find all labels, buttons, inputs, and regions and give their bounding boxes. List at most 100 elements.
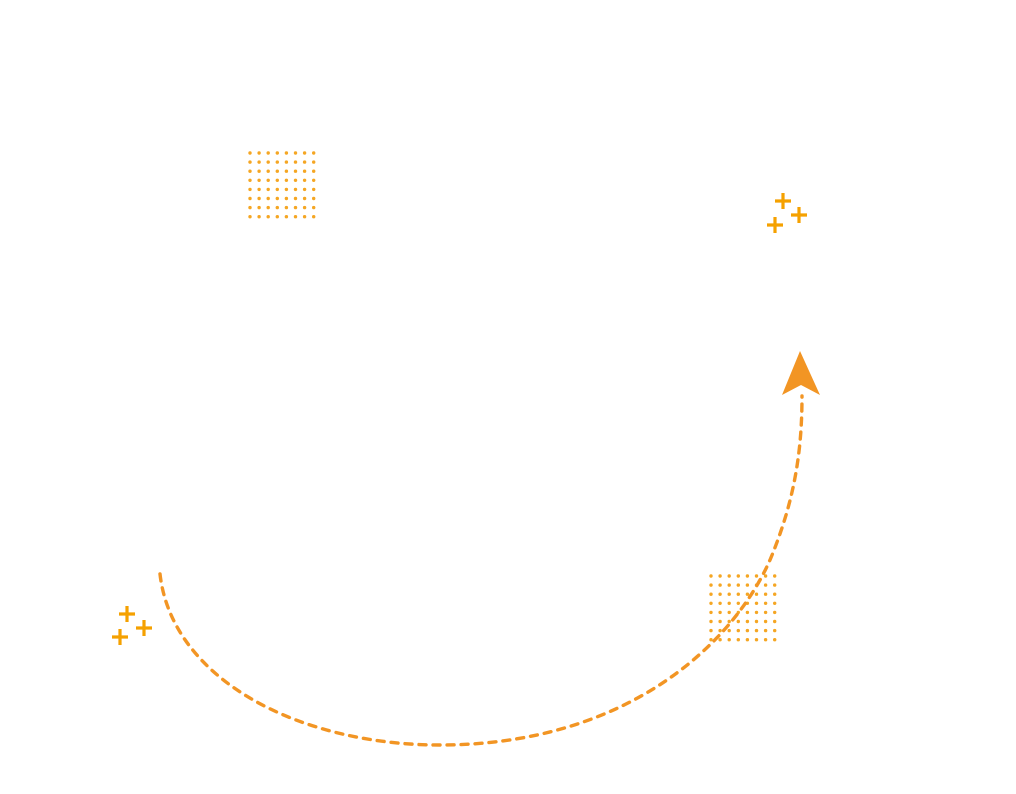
dot <box>727 619 731 624</box>
dot <box>727 638 731 642</box>
dot <box>763 583 768 587</box>
dot <box>284 196 289 201</box>
dot <box>284 160 289 164</box>
dot <box>727 574 731 578</box>
dot <box>266 169 270 173</box>
dot <box>754 610 759 615</box>
dot <box>773 619 777 624</box>
dot <box>248 196 252 201</box>
dot <box>312 205 316 210</box>
dot <box>284 178 289 182</box>
dot <box>275 196 279 201</box>
dot <box>248 205 252 210</box>
plus-cluster-icon <box>112 606 152 645</box>
dot <box>754 619 759 624</box>
dot <box>293 205 298 210</box>
dot <box>293 215 298 219</box>
dot <box>773 592 777 596</box>
dot <box>718 619 722 624</box>
dot <box>248 178 252 182</box>
dot <box>293 187 298 192</box>
dot <box>763 638 768 642</box>
dot <box>248 169 252 173</box>
dot <box>284 151 289 155</box>
dot <box>709 628 713 633</box>
dot <box>275 169 279 173</box>
dot <box>284 187 289 192</box>
dot <box>266 151 270 155</box>
dot <box>284 205 289 210</box>
dot <box>718 583 722 587</box>
plus-icon <box>112 629 128 645</box>
plus-cluster-icon <box>767 193 807 233</box>
dot <box>718 592 722 596</box>
plus-icon <box>775 193 791 209</box>
dot <box>257 178 261 182</box>
dot <box>275 160 279 164</box>
dot <box>754 574 759 578</box>
dot <box>718 610 722 615</box>
dot <box>754 592 759 596</box>
dot <box>773 628 777 633</box>
plus-icon <box>136 620 152 636</box>
dot <box>763 610 768 615</box>
dot <box>754 638 759 642</box>
dot <box>266 160 270 164</box>
dot <box>302 151 307 155</box>
dot <box>709 638 713 642</box>
dot <box>709 583 713 587</box>
dot <box>727 583 731 587</box>
dot <box>312 160 316 164</box>
dot <box>754 601 759 605</box>
dot <box>763 574 768 578</box>
dot <box>763 628 768 633</box>
dot <box>736 574 740 578</box>
dot <box>312 178 316 182</box>
dot <box>275 178 279 182</box>
dot <box>284 215 289 219</box>
dot <box>727 601 731 605</box>
dot <box>709 610 713 615</box>
dot <box>727 592 731 596</box>
dot <box>718 601 722 605</box>
dot <box>302 169 307 173</box>
dot <box>266 196 270 201</box>
dot <box>773 610 777 615</box>
dot <box>736 628 740 633</box>
dot <box>293 196 298 201</box>
dot <box>312 215 316 219</box>
dot <box>312 187 316 192</box>
dot <box>736 619 740 624</box>
dot-grid-icon <box>248 151 316 219</box>
dot <box>312 169 316 173</box>
dot <box>745 610 750 615</box>
dot <box>293 169 298 173</box>
dot <box>773 601 777 605</box>
dot <box>745 583 750 587</box>
dot <box>754 628 759 633</box>
dot <box>773 583 777 587</box>
dot <box>302 187 307 192</box>
dot <box>266 178 270 182</box>
dot <box>709 574 713 578</box>
arrow-head-icon <box>782 351 820 395</box>
dot <box>312 151 316 155</box>
dot <box>293 151 298 155</box>
dot <box>284 169 289 173</box>
dot <box>736 592 740 596</box>
dot <box>745 574 750 578</box>
curved-arrow-path <box>158 394 804 747</box>
dot <box>302 205 307 210</box>
dot <box>312 196 316 201</box>
dot <box>773 574 777 578</box>
dot <box>257 215 261 219</box>
plus-icon <box>119 606 135 622</box>
dot <box>248 151 252 155</box>
dot <box>773 638 777 642</box>
dot <box>709 619 713 624</box>
dot <box>275 205 279 210</box>
dot <box>275 215 279 219</box>
dot <box>763 592 768 596</box>
